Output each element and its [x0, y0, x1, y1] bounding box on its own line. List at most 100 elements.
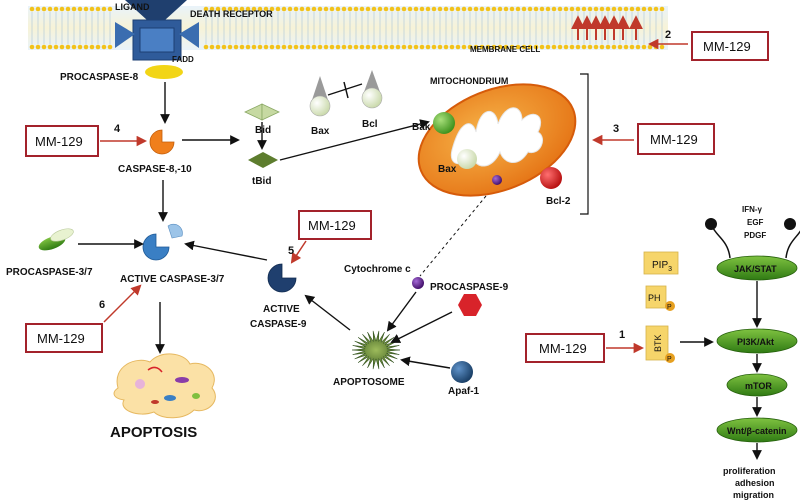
bcl-icon [361, 70, 383, 109]
cytochrome-release-dashed [419, 195, 487, 277]
lipid-head [659, 44, 665, 50]
lipid-head [347, 6, 353, 12]
lipid-head [467, 6, 473, 12]
outcome-proliferation: proliferation [723, 466, 776, 476]
lipid-head [599, 44, 605, 50]
lipid-head [413, 44, 419, 50]
death-receptor [115, 0, 199, 79]
mtor-label: mTOR [745, 381, 772, 391]
lipid-head [215, 44, 221, 50]
lipid-head [449, 44, 455, 50]
mitochondrium-label: MITOCHONDRIUM [430, 76, 508, 86]
fadd-shape [145, 65, 183, 79]
lipid-head [587, 6, 593, 12]
mm129-number-6: 6 [99, 299, 105, 311]
lipid-head [569, 44, 575, 50]
apoptotic-cell-icon [113, 353, 216, 419]
mm129-box-6: MM-129 [25, 323, 103, 353]
lipid-head [509, 44, 515, 50]
lipid-head [101, 44, 107, 50]
lipid-head [389, 6, 395, 12]
mm129-number-4: 4 [114, 123, 121, 135]
lipid-head [437, 6, 443, 12]
lipid-head [515, 6, 521, 12]
lipid-head [335, 44, 341, 50]
outcome-adhesion: adhesion [735, 478, 775, 488]
lipid-head [431, 44, 437, 50]
lipid-head [311, 6, 317, 12]
lipid-head [587, 44, 593, 50]
lipid-head [527, 6, 533, 12]
ph-box [645, 285, 675, 311]
lipid-head [71, 6, 77, 12]
apoptosome-icon [351, 330, 401, 370]
lipid-head [47, 44, 53, 50]
lipid-head [395, 44, 401, 50]
lipid-head [227, 44, 233, 50]
lipid-head [221, 44, 227, 50]
lipid-head [59, 44, 65, 50]
bax-top-label: Bax [311, 126, 330, 137]
lipid-head [53, 6, 59, 12]
lipid-head [605, 44, 611, 50]
lipid-head [203, 6, 209, 12]
lipid-head [389, 44, 395, 50]
lipid-head [365, 6, 371, 12]
bak-ball [433, 112, 455, 134]
mm129-box-4: MM-129 [25, 125, 99, 157]
lipid-head [95, 44, 101, 50]
lipid-head [71, 44, 77, 50]
lipid-head [263, 6, 269, 12]
lipid-head [515, 44, 521, 50]
lipid-head [497, 6, 503, 12]
lipid-head [611, 44, 617, 50]
lipid-head [107, 6, 113, 12]
lipid-head [29, 44, 35, 50]
bcl2-ball [540, 167, 562, 189]
lipid-head [65, 44, 71, 50]
mm129-box-2: MM-129 [691, 31, 769, 61]
mm129-number-1: 1 [619, 329, 625, 341]
lipid-head [551, 6, 557, 12]
bcl-top-label: Bcl [362, 119, 378, 130]
lipid-head [593, 44, 599, 50]
ph-p-label: P [667, 304, 672, 311]
lipid-head [89, 44, 95, 50]
lipid-head [401, 6, 407, 12]
mm129-arrow-5 [290, 240, 307, 264]
lipid-head [575, 44, 581, 50]
lipid-head [209, 6, 215, 12]
death-receptor-label: DEATH RECEPTOR [190, 9, 273, 19]
active-caspase9-icon [267, 263, 297, 293]
lipid-head [533, 44, 539, 50]
lipid-head [473, 6, 479, 12]
lipid-head [647, 44, 653, 50]
lipid-head [101, 6, 107, 12]
lipid-head [239, 6, 245, 12]
mm129-box-3: MM-129 [637, 123, 715, 155]
procaspase9-label: PROCASPASE-9 [430, 282, 509, 293]
mm129-number-5: 5 [288, 245, 294, 257]
lipid-head [263, 44, 269, 50]
lipid-head [59, 6, 65, 12]
lipid-head [443, 6, 449, 12]
active-caspase9-label-2: CASPASE-9 [250, 319, 307, 330]
procaspase9-icon [458, 294, 482, 316]
lipid-head [281, 6, 287, 12]
lipid-head [623, 6, 629, 12]
lipid-head [629, 44, 635, 50]
lipid-head [107, 44, 113, 50]
lipid-head [419, 6, 425, 12]
lipid-head [653, 44, 659, 50]
procaspase37-label: PROCASPASE-3/7 [6, 267, 93, 278]
lipid-head [371, 44, 377, 50]
bid-label: Bid [255, 125, 271, 136]
lipid-head [41, 6, 47, 12]
pip3-label: PIP3 [652, 260, 672, 273]
lipid-head [551, 44, 557, 50]
lipid-head [35, 44, 41, 50]
lipid-head [245, 44, 251, 50]
lipid-head [209, 44, 215, 50]
lipid-head [491, 6, 497, 12]
